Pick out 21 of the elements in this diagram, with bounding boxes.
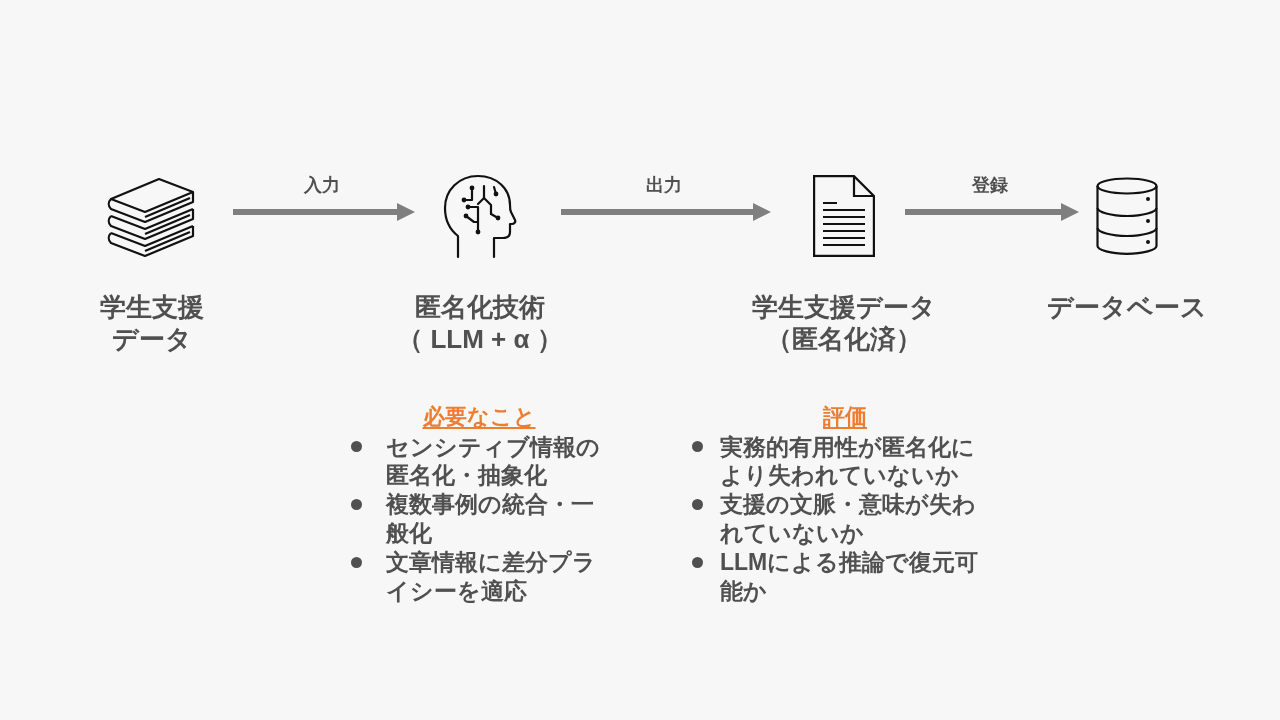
node-caption: 学生支援データ (752, 291, 936, 323)
node-caption: 匿名化技術 (415, 291, 545, 323)
head-circuit-icon (444, 174, 516, 258)
bullet-text: センシティブ情報の匿名化・抽象化 (386, 432, 601, 491)
database-icon (1096, 177, 1158, 255)
list-heading: 必要なこと (422, 404, 536, 430)
node-caption: 学生支援データ (99, 291, 205, 355)
node-caption: （匿名化済） (766, 323, 922, 355)
node-caption: データベース (1047, 291, 1207, 323)
bullet-text: LLMによる推論で復元可能か (720, 547, 980, 606)
arrow (561, 203, 771, 221)
bullet-text: 支援の文脈・意味が失われていないか (720, 490, 977, 548)
arrow (233, 203, 415, 221)
bullet-text: 実務的有用性が匿名化により失われていないか (720, 432, 976, 491)
edge-label: 登録 (970, 174, 1010, 196)
node-caption: （ LLM + α ） (397, 323, 563, 355)
arrow (905, 203, 1079, 221)
bullet-text: 複数事例の統合・一般化 (386, 490, 595, 548)
document-icon (813, 175, 875, 257)
list-heading: 評価 (823, 404, 867, 430)
bullet-text: 文章情報に差分プライシーを適応 (386, 547, 597, 606)
